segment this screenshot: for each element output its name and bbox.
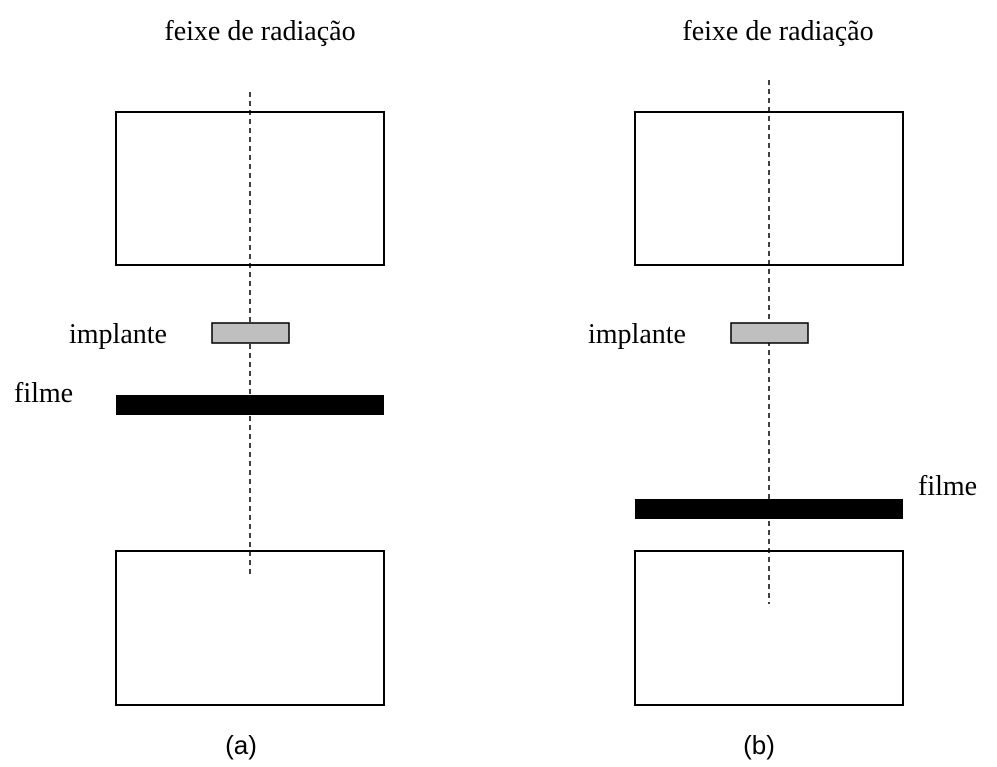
panel-a-source-block [115, 111, 385, 266]
panel-a-implant-label: implante [69, 319, 167, 350]
panel-a-detector-block [115, 550, 385, 706]
panel-a-beam-label: feixe de radiação [164, 16, 355, 47]
panel-a-film-label: filme [14, 378, 73, 409]
panel-b-film [635, 499, 903, 519]
panel-b-beam-label: feixe de radiação [682, 16, 873, 47]
panel-b-detector-block [634, 550, 904, 706]
panel-a: feixe de radiação implante filme (a) [14, 16, 385, 760]
panel-b-implant [730, 322, 809, 344]
panel-b-film-label: filme [918, 471, 977, 502]
panel-b-caption: (b) [743, 730, 775, 760]
panel-b: feixe de radiação implante filme (b) [588, 16, 977, 760]
panel-a-caption: (a) [225, 730, 257, 760]
panel-b-implant-label: implante [588, 319, 686, 350]
panel-a-implant [211, 322, 290, 344]
panel-a-film [116, 395, 384, 415]
